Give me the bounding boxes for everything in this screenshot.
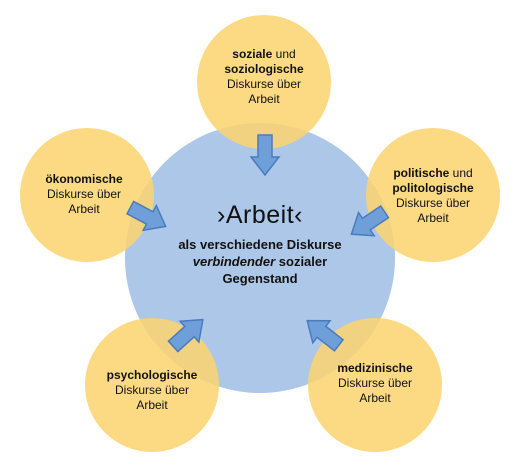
node-oekonomische-line-3: Arbeit [68, 202, 100, 216]
arrow-politische [350, 204, 390, 237]
arrow-oekonomische [126, 200, 167, 232]
node-politische-bold-1: politische [393, 166, 450, 180]
center-line-2: verbindender sozialer [160, 253, 360, 270]
node-label-medizinische: medizinische Diskurse über Arbeit [305, 361, 445, 406]
node-psychologische-line-1: psychologische [82, 368, 222, 383]
center-label: ›Arbeit‹ als verschiedene Diskurse verbi… [160, 200, 360, 287]
center-line-3: Gegenstand [222, 271, 298, 287]
node-politische-line-1: politische und [363, 166, 503, 181]
arrow-medizinische [306, 319, 345, 352]
node-label-oekonomische: ökonomische Diskurse über Arbeit [14, 172, 154, 217]
node-soziale-line-4: Arbeit [248, 92, 280, 106]
node-politische-bold-2: politologische [392, 181, 474, 195]
node-circle-soziale [197, 15, 331, 149]
center-line-1: als verschiedene Diskurse [178, 237, 342, 252]
node-psychologische-bold-1: psychologische [106, 368, 198, 382]
node-circle-oekonomische [20, 128, 154, 262]
node-oekonomische-line-1: ökonomische [14, 172, 154, 187]
node-soziale-normal-1: und [272, 47, 296, 61]
node-soziale-line-1: soziale und [194, 47, 334, 62]
node-label-soziale: soziale und soziologische Diskurse über … [194, 47, 334, 107]
node-soziale-line-3: Diskurse über [226, 77, 302, 91]
center-title: ›Arbeit‹ [217, 201, 303, 229]
node-label-politische: politische und politologische Diskurse ü… [363, 166, 503, 226]
node-medizinische-line-2: Diskurse über [337, 376, 413, 390]
node-oekonomische-line-2: Diskurse über [46, 187, 122, 201]
node-medizinische-line-1: medizinische [305, 361, 445, 376]
node-psychologische-line-2: Diskurse über [114, 383, 190, 397]
node-medizinische-line-3: Arbeit [359, 391, 391, 405]
arrow-soziale [249, 134, 281, 177]
node-politische-line-3: Diskurse über [395, 196, 471, 210]
node-politische-normal-1: und [449, 166, 473, 180]
node-soziale-line-2: soziologische [194, 62, 334, 77]
node-circle-psychologische [85, 318, 219, 452]
node-circle-medizinische [308, 318, 442, 452]
node-oekonomische-bold-1: ökonomische [45, 172, 123, 186]
node-soziale-bold-2: soziologische [224, 62, 304, 76]
arrow-psychologische [167, 318, 204, 353]
node-psychologische-line-3: Arbeit [136, 398, 168, 412]
node-circle-politische [366, 128, 500, 262]
node-politische-line-2: politologische [363, 181, 503, 196]
node-soziale-bold-1: soziale [232, 47, 273, 61]
center-line-2-rest: sozialer [275, 254, 328, 270]
center-line-2-italic: verbindender [192, 254, 276, 270]
node-politische-line-4: Arbeit [417, 211, 449, 225]
node-medizinische-bold-1: medizinische [337, 361, 413, 375]
node-label-psychologische: psychologische Diskurse über Arbeit [82, 368, 222, 413]
